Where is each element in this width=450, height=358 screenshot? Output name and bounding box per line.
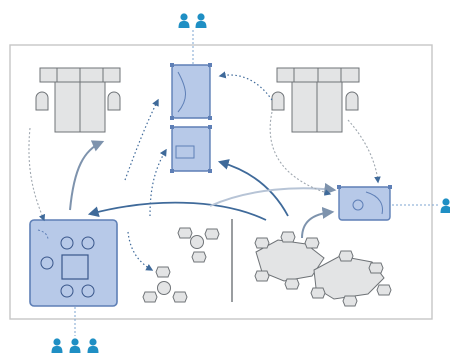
focus-booth-1 — [170, 63, 212, 120]
chair-cluster-1 — [177, 227, 220, 263]
flow-arrow-workbench-to-pod — [301, 206, 335, 239]
dotted-flow-5 — [269, 111, 332, 196]
flow-arrow-workbench-to-collab — [87, 201, 267, 221]
dotted-flow-1 — [28, 127, 46, 222]
dotted-flow-2 — [124, 98, 159, 181]
workbench-pair — [254, 231, 392, 307]
people-pair-icon — [178, 13, 207, 28]
collab-room — [29, 219, 118, 307]
people-trio-icon — [51, 338, 99, 353]
chair-cluster-2 — [142, 266, 188, 303]
dotted-flow-3 — [149, 148, 167, 217]
room-outline — [9, 44, 433, 320]
dotted-flow-4 — [218, 71, 273, 101]
dotted-flow-6 — [347, 119, 381, 184]
flow-arrow-left-to-pod — [209, 182, 337, 207]
sofa-left — [35, 67, 121, 133]
focus-booth-2 — [170, 125, 212, 173]
meeting-pod — [337, 185, 392, 221]
flow-arrow-workbench-to-booth — [217, 159, 289, 217]
flow-arrow-collab-to-sofa — [69, 140, 105, 211]
person-icon — [440, 198, 450, 213]
sofa-right — [271, 67, 360, 133]
dotted-flow-7 — [127, 231, 154, 271]
